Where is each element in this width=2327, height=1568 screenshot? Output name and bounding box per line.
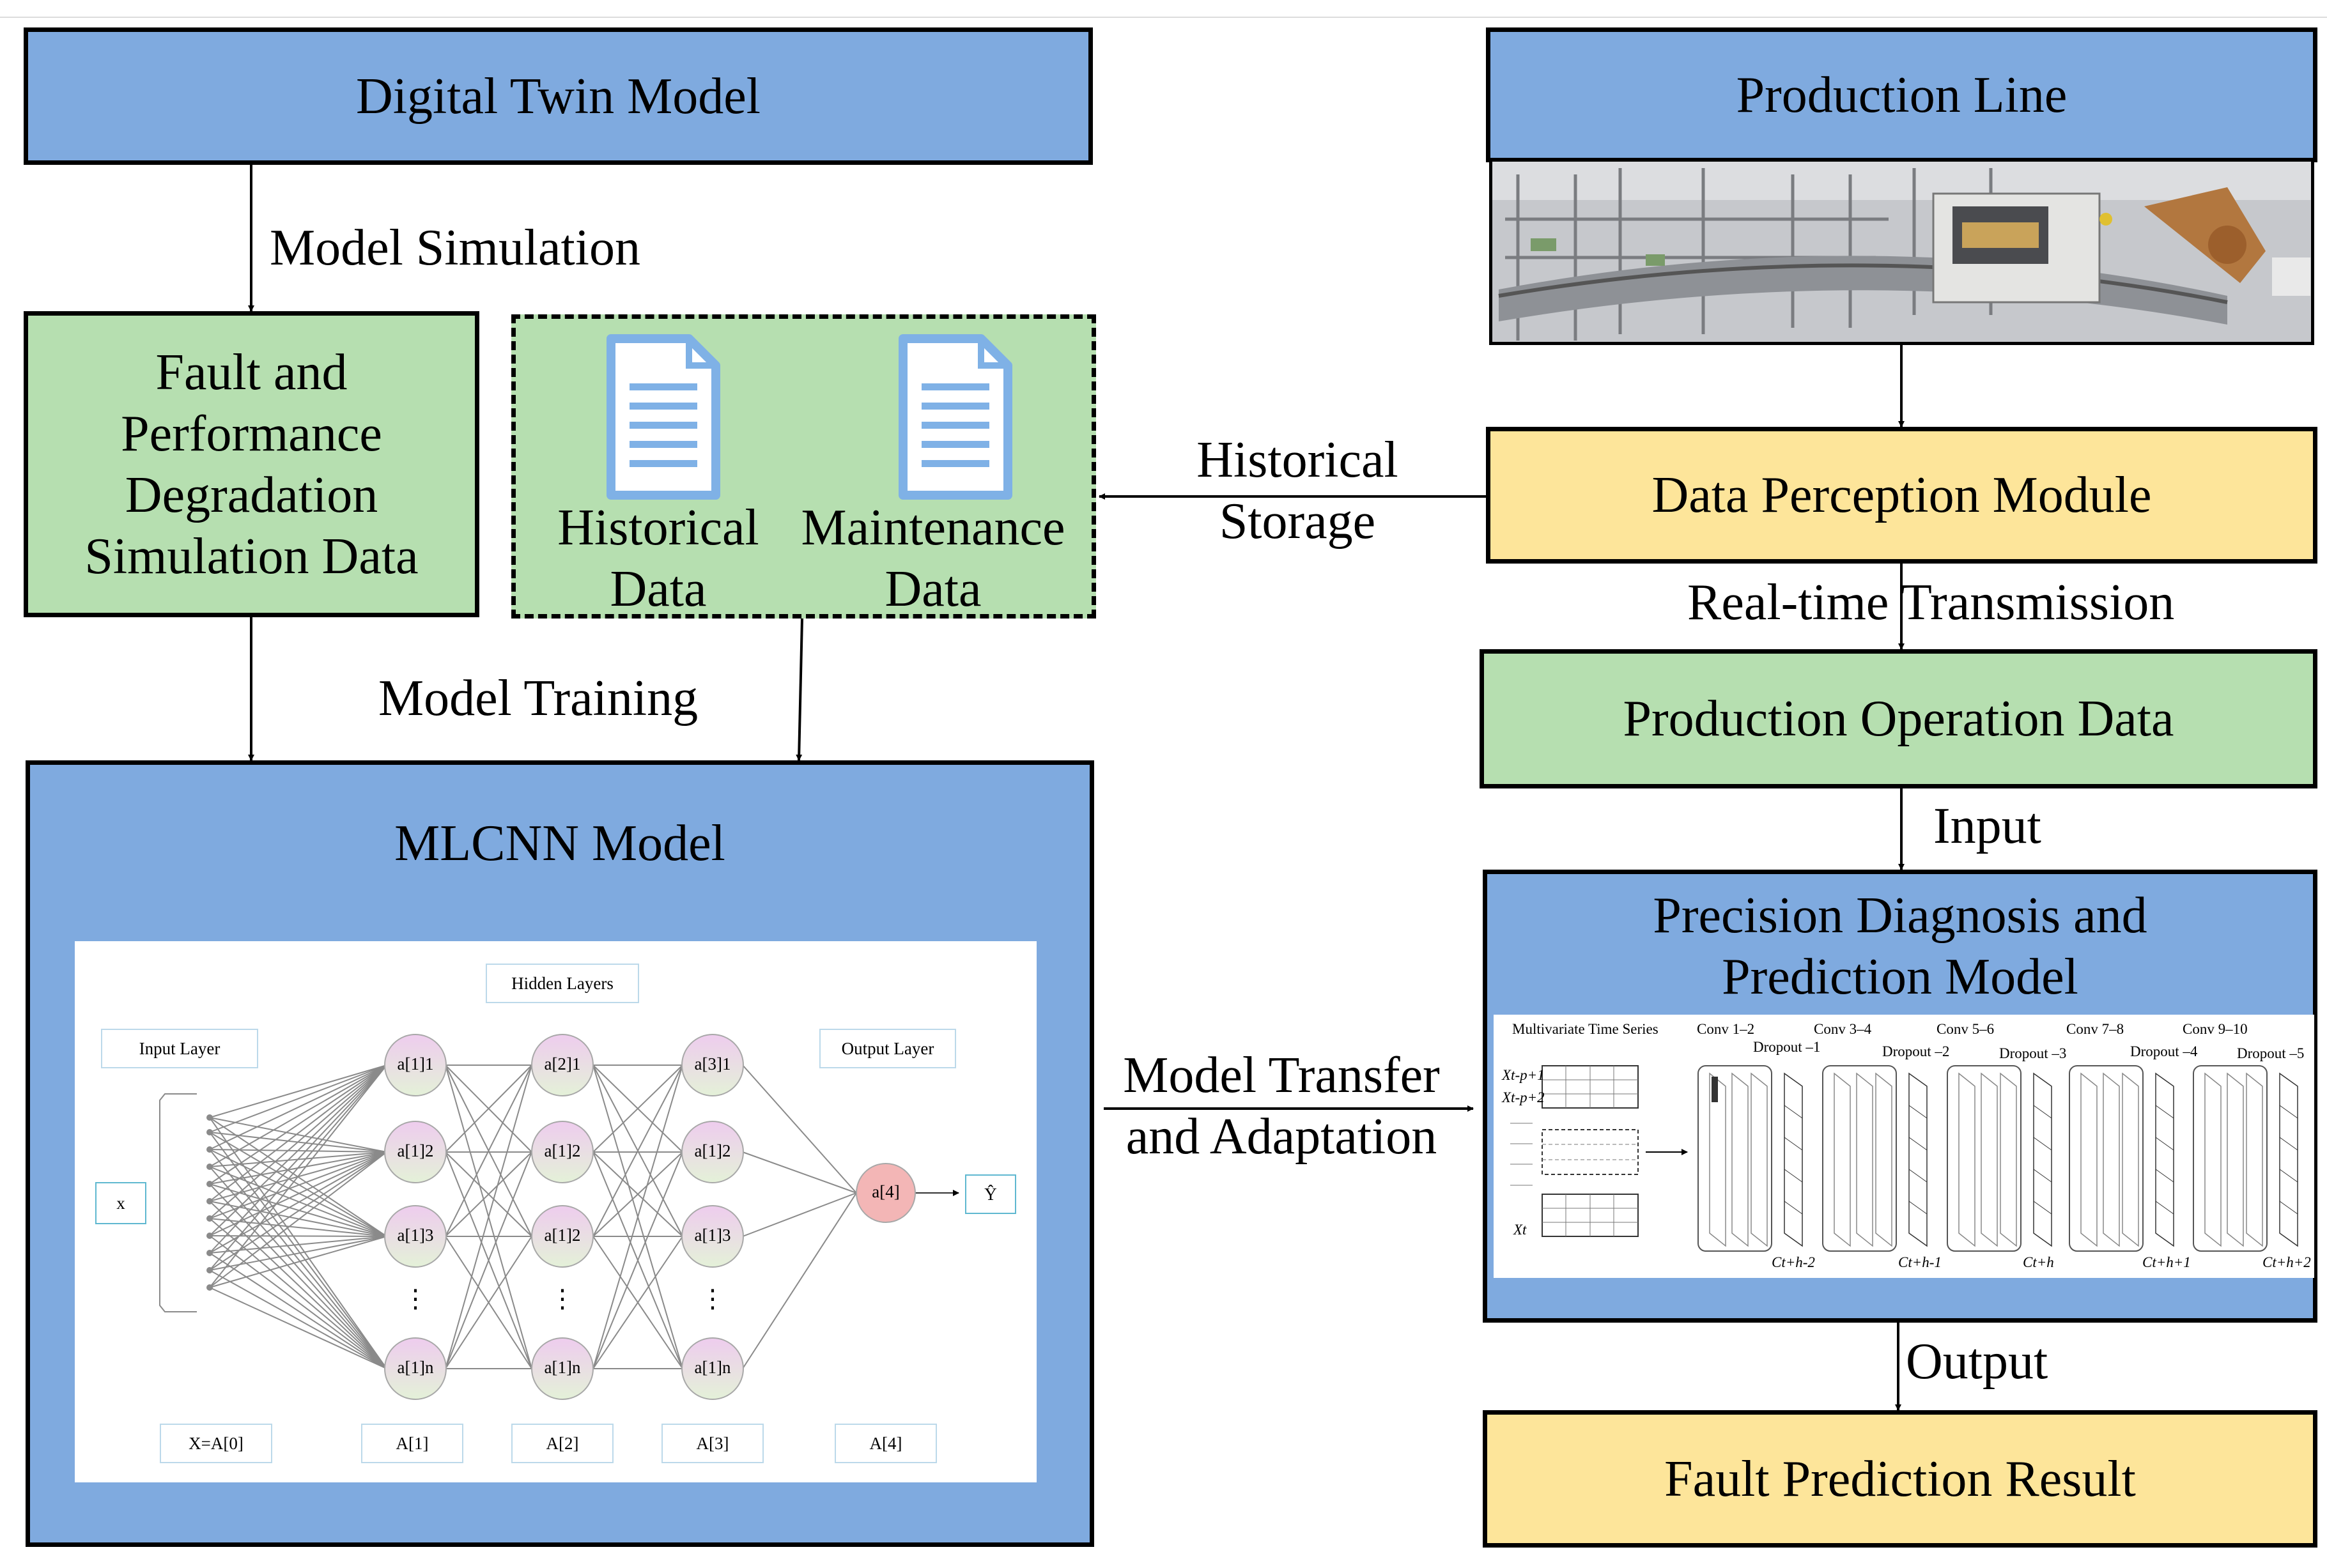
c-label-5: Ct+h+2 <box>2262 1254 2311 1270</box>
conv-label-3: Conv 5–6 <box>1937 1021 1995 1037</box>
c-label-1: Ct+h-2 <box>1772 1254 1815 1270</box>
maintenance-data-label: Maintenance Data <box>801 500 1065 617</box>
c-label-3: Ct+h <box>2023 1254 2054 1270</box>
dropout-label-1: Dropout –1 <box>1753 1039 1821 1055</box>
dropout-label-3: Dropout –3 <box>1999 1045 2067 1061</box>
node-out: a[4] <box>872 1182 900 1201</box>
arrow-training-right <box>796 618 803 761</box>
row-label-1: Xt-p+1 <box>1502 1067 1545 1083</box>
historical-data-label: Historical Data <box>557 500 759 617</box>
output-label: Output <box>1906 1334 2048 1390</box>
data-perception-node: Data Perception Module <box>1486 427 2317 564</box>
precision-model-label: Precision Diagnosis and Prediction Model <box>1653 888 2147 1005</box>
input-to-l1 <box>209 1065 387 1369</box>
l2-to-l3 <box>592 1065 683 1369</box>
node-l2-n: a[1]n <box>544 1358 581 1377</box>
layer-label-a1: A[1] <box>361 1424 463 1463</box>
dropout-label-2: Dropout –2 <box>1882 1043 1950 1059</box>
nn-nodes <box>384 1034 916 1400</box>
node-l1-dots: ⋮ <box>403 1284 428 1313</box>
digital-twin-label: Digital Twin Model <box>356 68 761 125</box>
conv-label-5: Conv 9–10 <box>2183 1021 2248 1037</box>
production-line-photo <box>1489 162 2314 345</box>
layer-label-a0: X=A[0] <box>160 1424 272 1463</box>
x-input-box: x <box>95 1182 146 1224</box>
layer-label-a2: A[2] <box>511 1424 614 1463</box>
node-l2-2: a[1]2 <box>544 1141 581 1160</box>
layer-label-a4: A[4] <box>835 1424 937 1463</box>
hidden-layers-label: Hidden Layers <box>486 964 639 1003</box>
node-l3-1: a[3]1 <box>694 1054 731 1073</box>
node-l2-3: a[1]2 <box>544 1226 581 1245</box>
top-rule <box>0 17 2327 18</box>
dropout-label-4: Dropout –4 <box>2130 1043 2198 1059</box>
output-layer-label: Output Layer <box>819 1029 956 1068</box>
dropout-label-5: Dropout –5 <box>2237 1045 2305 1061</box>
node-l3-dots: ⋮ <box>700 1284 725 1313</box>
fault-data-label: Fault and Performance Degradation Simula… <box>84 344 419 585</box>
input-layer-label: Input Layer <box>101 1029 258 1068</box>
node-l3-3: a[1]3 <box>694 1226 731 1245</box>
model-transfer-label: Model Transfer and Adaptation <box>1123 1047 1440 1165</box>
row-label-3: Xt <box>1513 1222 1527 1238</box>
model-training-label: Model Training <box>378 670 699 726</box>
real-time-label: Real-time Transmission <box>1687 574 2175 631</box>
photo-graphic <box>1492 162 2311 342</box>
node-l1-3: a[1]3 <box>397 1226 434 1245</box>
fault-result-label: Fault Prediction Result <box>1664 1450 2136 1507</box>
c-label-4: Ct+h+1 <box>2142 1254 2191 1270</box>
y-hat-box: Ŷ <box>965 1174 1016 1214</box>
production-line-label: Production Line <box>1736 66 2068 123</box>
input-bracket <box>159 1093 197 1312</box>
node-l3-2: a[1]2 <box>694 1141 731 1160</box>
digital-twin-node: Digital Twin Model <box>24 27 1093 165</box>
row-label-2: Xt-p+2 <box>1502 1089 1545 1105</box>
layer-label-a3: A[3] <box>661 1424 764 1463</box>
historical-storage-label: Historical Storage <box>1196 432 1398 550</box>
input-label: Input <box>1933 798 2041 854</box>
production-line-node: Production Line <box>1486 27 2317 162</box>
node-l1-2: a[1]2 <box>397 1141 434 1160</box>
conv-label-4: Conv 7–8 <box>2066 1021 2124 1037</box>
data-perception-label: Data Perception Module <box>1651 467 2152 523</box>
conv-label-1: Conv 1–2 <box>1697 1021 1755 1037</box>
fault-data-node: Fault and Performance Degradation Simula… <box>24 311 479 617</box>
production-operation-label: Production Operation Data <box>1623 691 2174 747</box>
node-l1-n: a[1]n <box>397 1358 434 1377</box>
l3-to-out <box>742 1065 857 1369</box>
node-l2-dots: ⋮ <box>550 1284 575 1313</box>
c-label-2: Ct+h-1 <box>1898 1254 1942 1270</box>
fault-result-node: Fault Prediction Result <box>1483 1410 2317 1548</box>
cnn-series-title: Multivariate Time Series <box>1512 1021 1658 1037</box>
conv-label-2: Conv 3–4 <box>1814 1021 1872 1037</box>
input-dots <box>206 1114 213 1291</box>
model-simulation-label: Model Simulation <box>270 220 640 276</box>
l1-to-l2 <box>445 1065 532 1369</box>
input-dashes <box>1510 1123 1533 1186</box>
node-l3-n: a[1]n <box>694 1358 731 1377</box>
mlcnn-label: MLCNN Model <box>394 815 725 872</box>
production-operation-node: Production Operation Data <box>1480 649 2317 788</box>
node-l1-1: a[1]1 <box>397 1054 434 1073</box>
node-l2-1: a[2]1 <box>544 1054 581 1073</box>
